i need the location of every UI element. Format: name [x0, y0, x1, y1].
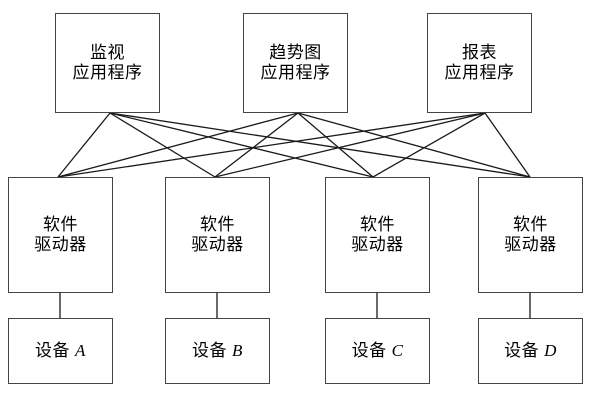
- device-a-label: 设备: [35, 340, 71, 360]
- device-d-label: 设备: [504, 340, 540, 360]
- app-trend-label-line1: 趋势图: [269, 42, 322, 62]
- node-app-report[interactable]: 报表应用程序: [427, 13, 532, 113]
- edge-app-monitor-to-driver-4: [109, 112, 531, 178]
- node-driver-4[interactable]: 软件驱动器: [478, 177, 583, 293]
- device-a-tag: A: [75, 340, 86, 360]
- app-report-label-line1: 报表: [462, 42, 497, 62]
- edge-app-monitor-to-driver-2: [109, 112, 216, 178]
- app-trend-label-line2: 应用程序: [260, 63, 331, 82]
- device-c-tag: C: [391, 340, 404, 360]
- driver-2-label-line2: 驱动器: [191, 235, 244, 254]
- edge-app-trend-to-driver-1: [57, 112, 299, 178]
- device-d-tag: D: [544, 340, 557, 360]
- app-report-label-line2: 应用程序: [444, 63, 515, 82]
- app-monitor-label-line1: 监视: [90, 42, 125, 62]
- driver-1-label-line2: 驱动器: [34, 235, 87, 254]
- node-driver-1[interactable]: 软件驱动器: [8, 177, 113, 293]
- driver-4-label-line2: 驱动器: [504, 235, 557, 254]
- edge-app-trend-to-driver-2: [214, 112, 299, 178]
- node-driver-2[interactable]: 软件驱动器: [165, 177, 270, 293]
- node-driver-3[interactable]: 软件驱动器: [325, 177, 430, 293]
- app-monitor-label-line2: 应用程序: [72, 63, 143, 82]
- node-app-monitor[interactable]: 监视应用程序: [55, 13, 160, 113]
- edge-app-report-to-driver-2: [214, 112, 486, 178]
- device-b-tag: B: [232, 340, 243, 360]
- driver-4-label-line1: 软件: [513, 214, 548, 234]
- driver-1-label-line1: 软件: [43, 214, 78, 234]
- node-app-trend[interactable]: 趋势图应用程序: [243, 13, 348, 113]
- edge-app-report-to-driver-4: [484, 112, 531, 178]
- edge-app-monitor-to-driver-1: [57, 112, 111, 178]
- edge-app-trend-to-driver-4: [297, 112, 531, 178]
- edge-app-monitor-to-driver-3: [109, 112, 374, 178]
- driver-2-label-line1: 软件: [200, 214, 235, 234]
- driver-3-label-line1: 软件: [360, 214, 395, 234]
- device-b-label: 设备: [192, 340, 228, 360]
- device-c-label: 设备: [351, 340, 387, 360]
- edge-app-report-to-driver-1: [57, 112, 486, 178]
- edge-app-trend-to-driver-3: [297, 112, 374, 178]
- edge-app-report-to-driver-3: [372, 112, 486, 178]
- driver-3-label-line2: 驱动器: [351, 235, 404, 254]
